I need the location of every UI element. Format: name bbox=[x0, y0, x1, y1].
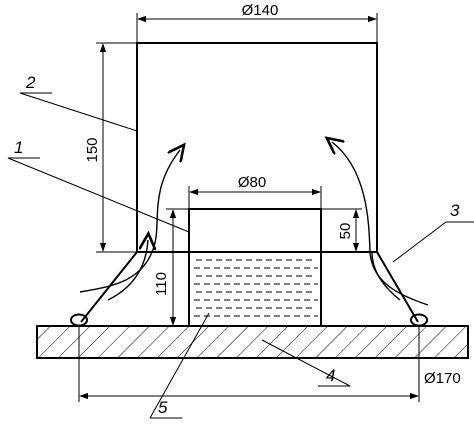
support-foot-left bbox=[70, 313, 88, 327]
dim-base-diameter-label: Ø170 bbox=[424, 370, 461, 387]
callout-3: 3 bbox=[392, 201, 474, 263]
dim-top-diameter-label: Ø140 bbox=[242, 2, 279, 19]
callout-5-label: 5 bbox=[158, 398, 168, 417]
airflow-arrow-right bbox=[332, 142, 429, 306]
callout-4: 4 bbox=[261, 339, 351, 387]
dim-base-diameter: Ø170 bbox=[78, 326, 461, 402]
dim-hood-height-label: 150 bbox=[84, 137, 101, 162]
dim-stand-height: 110 bbox=[153, 208, 189, 326]
callout-2-label: 2 bbox=[25, 73, 36, 92]
dim-top-diameter: Ø140 bbox=[136, 2, 378, 43]
callout-5: 5 bbox=[149, 312, 210, 419]
dim-cup-diameter-label: Ø80 bbox=[238, 174, 266, 191]
airflow-inlet-right bbox=[371, 251, 401, 301]
dim-cup-height: 50 bbox=[321, 208, 362, 252]
callout-1-label: 1 bbox=[14, 138, 23, 157]
callout-4-label: 4 bbox=[326, 366, 335, 385]
liquid bbox=[189, 251, 321, 317]
airflow-inlet-left bbox=[107, 240, 148, 301]
stand-left-wall bbox=[80, 251, 138, 323]
airflow-arrow-left bbox=[79, 150, 180, 293]
dim-stand-height-label: 110 bbox=[153, 272, 170, 296]
dim-cup-diameter: Ø80 bbox=[188, 174, 322, 209]
callout-3-label: 3 bbox=[450, 201, 460, 220]
cup bbox=[188, 208, 322, 327]
callout-1: 1 bbox=[7, 138, 190, 233]
dim-cup-height-label: 50 bbox=[337, 223, 354, 240]
base-plate bbox=[36, 325, 469, 359]
support-foot-right bbox=[410, 313, 428, 327]
stand-right-wall bbox=[376, 251, 419, 323]
dim-hood-height: 150 bbox=[84, 42, 137, 253]
callout-2: 2 bbox=[19, 73, 138, 132]
